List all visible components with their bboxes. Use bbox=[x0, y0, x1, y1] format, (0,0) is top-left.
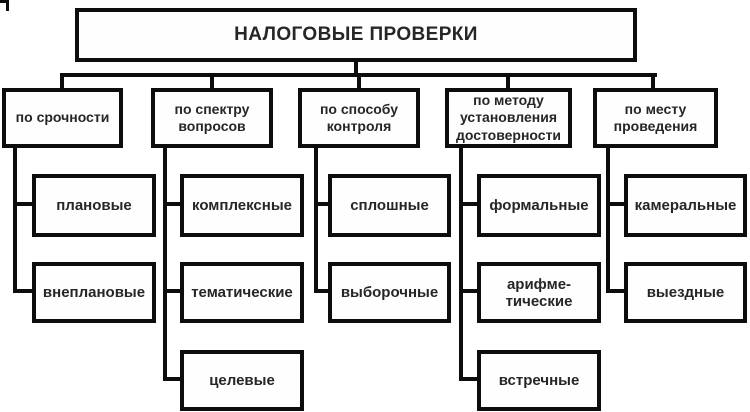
leaf-label: целевые bbox=[209, 372, 275, 389]
leaf-label: встречные bbox=[498, 372, 580, 389]
connector-trunk-by-scope bbox=[163, 146, 167, 381]
leaf-box-selective: выборочные bbox=[328, 262, 451, 323]
category-label: по срочности bbox=[15, 109, 110, 126]
connector-branch-thematic bbox=[163, 289, 182, 293]
connector-branch-continuous bbox=[314, 202, 330, 206]
connector-trunk-by-control-method bbox=[314, 146, 318, 293]
leaf-box-field: выездные bbox=[624, 262, 747, 323]
connector-branch-arithmetic bbox=[459, 289, 479, 293]
connector-trunk-by-location bbox=[606, 146, 610, 293]
leaf-box-continuous: сплошные bbox=[328, 174, 451, 237]
leaf-box-thematic: тематические bbox=[180, 262, 304, 323]
category-box-by-control-method: по способу контроля bbox=[298, 88, 420, 148]
connector-branch-comprehensive bbox=[163, 202, 182, 206]
connector-branch-field bbox=[606, 289, 626, 293]
connector-rail bbox=[60, 73, 657, 77]
connector-root-stub bbox=[354, 60, 358, 74]
connector-branch-planned bbox=[13, 202, 34, 206]
leaf-label: внеплановые bbox=[42, 284, 146, 301]
corner-mark-horizontal bbox=[0, 0, 9, 3]
category-box-by-verification-method: по методу установления достоверности bbox=[445, 88, 572, 148]
leaf-box-unscheduled: внеплановые bbox=[32, 262, 156, 323]
leaf-label: плановые bbox=[56, 197, 132, 214]
connector-branch-counter bbox=[459, 377, 479, 381]
leaf-label: комплексные bbox=[192, 197, 292, 214]
connector-stub-by-location bbox=[651, 76, 655, 88]
leaf-box-planned: плановые bbox=[32, 174, 156, 237]
connector-stub-by-urgency bbox=[60, 76, 64, 88]
connector-stub-by-verification-method bbox=[506, 76, 510, 88]
leaf-label: формальные bbox=[489, 197, 589, 214]
connector-branch-targeted bbox=[163, 377, 182, 381]
leaf-box-comprehensive: комплексные bbox=[180, 174, 304, 237]
leaf-box-counter: встречные bbox=[477, 350, 601, 411]
category-box-by-urgency: по срочности bbox=[2, 88, 123, 148]
leaf-label: тематические bbox=[191, 284, 293, 301]
leaf-box-formal: формальные bbox=[477, 174, 601, 237]
category-box-by-scope: по спектру вопросов bbox=[151, 88, 273, 148]
connector-trunk-by-verification-method bbox=[459, 146, 463, 381]
connector-stub-by-scope bbox=[210, 76, 214, 88]
category-label: по методу установления достоверности bbox=[455, 92, 562, 143]
connector-branch-formal bbox=[459, 202, 479, 206]
leaf-box-targeted: целевые bbox=[180, 350, 304, 411]
root-box-tax-audits: НАЛОГОВЫЕ ПРОВЕРКИ bbox=[75, 8, 637, 62]
corner-mark-vertical bbox=[6, 0, 9, 11]
leaf-box-arithmetic: арифме- тические bbox=[477, 262, 601, 323]
category-label: по способу контроля bbox=[319, 100, 399, 134]
connector-branch-unscheduled bbox=[13, 289, 34, 293]
connector-stub-by-control-method bbox=[357, 76, 361, 88]
root-box-label: НАЛОГОВЫЕ ПРОВЕРКИ bbox=[234, 24, 478, 45]
connector-branch-desk bbox=[606, 202, 626, 206]
leaf-box-desk: камеральные bbox=[624, 174, 747, 237]
category-box-by-location: по месту проведения bbox=[593, 88, 718, 148]
category-label: по спектру вопросов bbox=[174, 100, 250, 134]
leaf-label: арифме- тические bbox=[505, 275, 573, 310]
leaf-label: выборочные bbox=[340, 284, 439, 301]
category-label: по месту проведения bbox=[613, 100, 698, 134]
leaf-label: выездные bbox=[646, 284, 725, 301]
connector-branch-selective bbox=[314, 289, 330, 293]
leaf-label: сплошные bbox=[350, 197, 429, 214]
leaf-label: камеральные bbox=[634, 197, 737, 214]
connector-trunk-by-urgency bbox=[13, 146, 17, 293]
